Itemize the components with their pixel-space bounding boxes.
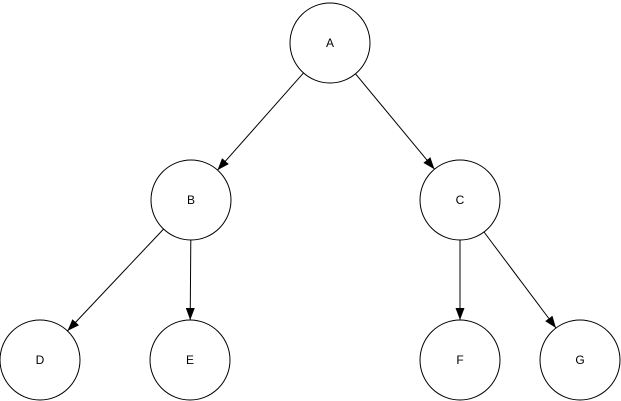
node-label-C: C [456, 193, 465, 207]
edge-A-C [355, 73, 435, 170]
node-circle-E[interactable] [149, 319, 231, 401]
node-A[interactable]: A [289, 2, 371, 84]
node-circle-G[interactable] [539, 319, 621, 401]
node-circle-A[interactable] [289, 2, 371, 84]
edge-C-G [483, 231, 557, 329]
node-circle-F[interactable] [419, 319, 501, 401]
node-circle-C[interactable] [419, 159, 501, 241]
edges-layer [67, 72, 557, 332]
edge-A-B [217, 72, 304, 171]
node-D[interactable]: D [0, 319, 81, 401]
edge-B-E [185, 239, 195, 321]
node-circle-D[interactable] [0, 319, 81, 401]
node-E[interactable]: E [149, 319, 231, 401]
node-label-E: E [186, 353, 194, 367]
node-F[interactable]: F [419, 319, 501, 401]
edge-B-D [67, 228, 164, 332]
node-label-A: A [326, 36, 334, 50]
node-C[interactable]: C [419, 159, 501, 241]
node-label-G: G [575, 353, 584, 367]
node-G[interactable]: G [539, 319, 621, 401]
node-label-D: D [36, 353, 45, 367]
node-B[interactable]: B [150, 159, 232, 241]
node-label-B: B [187, 193, 195, 207]
node-label-F: F [456, 353, 463, 367]
node-circle-B[interactable] [150, 159, 232, 241]
